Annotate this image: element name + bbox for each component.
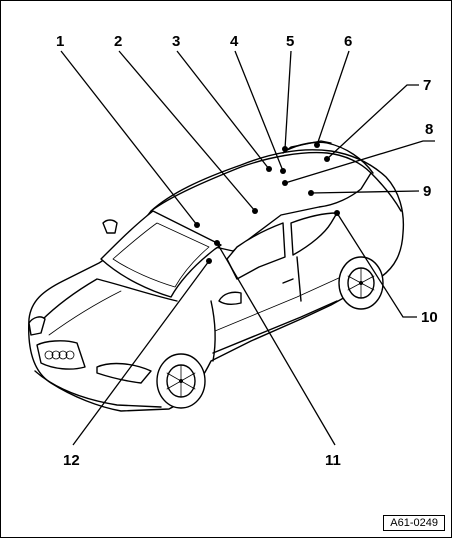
leader-dot-7 [324,156,330,162]
callout-5: 5 [286,33,294,50]
car-front-wheel [156,353,206,409]
callout-11: 11 [325,452,341,469]
leader-lines [60,50,435,446]
car-rear-wheel [338,256,384,310]
car-illustration [28,140,405,412]
leader-dot-9 [308,190,314,196]
callout-4: 4 [230,33,239,50]
leader-line-9 [310,190,420,194]
leader-dot-5 [282,146,288,152]
car-left-mirror [102,219,118,234]
car-windshield-inner [112,222,210,288]
callout-6: 6 [344,33,352,50]
callout-12: 12 [63,452,80,469]
car-door-handle [282,278,294,284]
leader-line-12 [72,260,210,446]
leader-dot-11 [214,240,220,246]
callout-numbers: 1 2 3 4 5 6 7 8 9 10 11 12 [56,33,438,469]
leader-dot-1 [194,222,200,228]
leader-line-3 [176,50,270,170]
leader-dot-8 [282,180,288,186]
leader-line-1 [60,50,198,226]
reference-code-label: A61-0249 [383,515,445,531]
leader-dot-2 [252,208,258,214]
car-rings-logo [44,350,75,360]
car-hood-crease [48,290,122,336]
car-side-window-front [226,222,286,280]
leader-line-6 [316,50,350,146]
leader-line-2 [118,50,256,212]
leader-line-10 [336,212,417,318]
callout-7: 7 [423,77,431,94]
leader-line-4 [234,50,284,172]
callout-8: 8 [425,121,433,138]
car-side-crease [214,276,342,332]
car-front-grille [36,340,86,370]
leader-dot-12 [206,258,212,264]
callout-2: 2 [114,33,122,50]
car-side-window-rear [290,212,338,256]
car-door-rear-line [296,256,302,302]
car-side-mirror [218,291,242,306]
car-hood-line [40,278,178,322]
leader-line-8 [284,140,435,184]
leader-line-5 [284,50,292,150]
car-front-bumper [34,370,162,408]
callout-3: 3 [172,33,180,50]
car-roof [150,151,372,252]
leader-dot-6 [314,142,320,148]
leader-dot-10 [334,210,340,216]
car-side-sill [212,300,338,354]
leader-line-11 [216,242,336,446]
callout-9: 9 [423,183,431,200]
leader-dot-3 [266,166,272,172]
car-windshield [100,210,222,298]
leader-line-7 [326,84,419,160]
car-trunk-edge [370,172,402,212]
car-headlight-left [28,316,46,336]
callout-1: 1 [56,33,64,50]
callout-10: 10 [421,309,438,326]
car-door-line [210,300,216,362]
leader-dot-4 [280,168,286,174]
car-headlight-right [96,362,152,384]
